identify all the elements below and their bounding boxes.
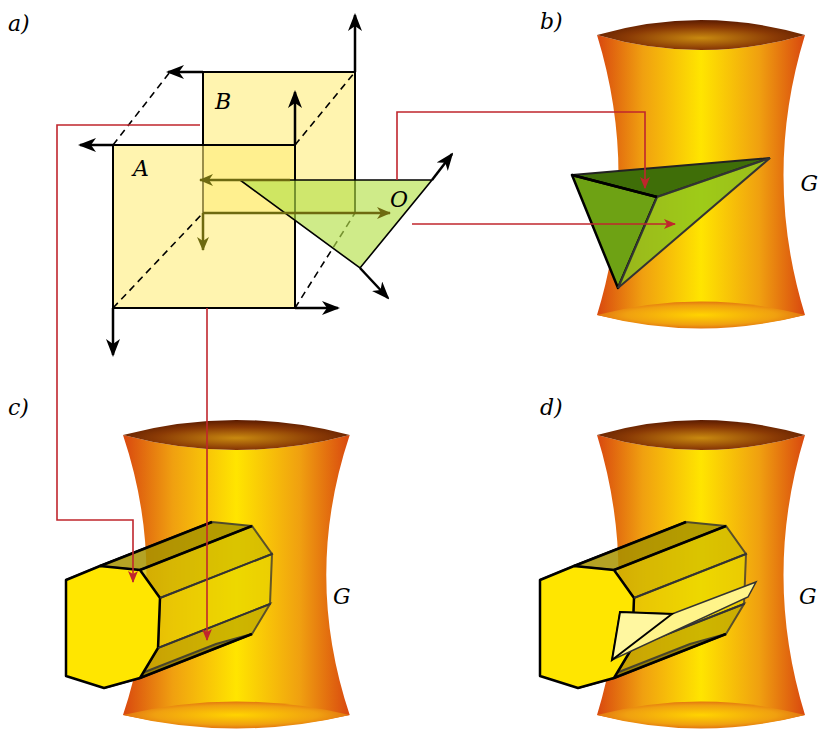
plane-square: B [203,72,355,213]
panel-letter: b) [540,10,563,34]
node-label: G [333,585,351,609]
node-label: B [215,90,231,114]
hyperboloid-body: G [597,420,805,730]
node-label: O [390,188,408,212]
hyperboloid-body: G [123,420,350,730]
node-label: G [800,172,818,196]
triangle-face: O [240,180,432,268]
panel-letter: c) [8,396,29,420]
panel-letter: d) [540,396,563,420]
plane-square: A [113,145,295,308]
hyperboloid-body: G [597,20,805,330]
node-label: G [799,585,817,609]
node-label: A [133,157,149,181]
panel-letter: a) [8,12,30,36]
